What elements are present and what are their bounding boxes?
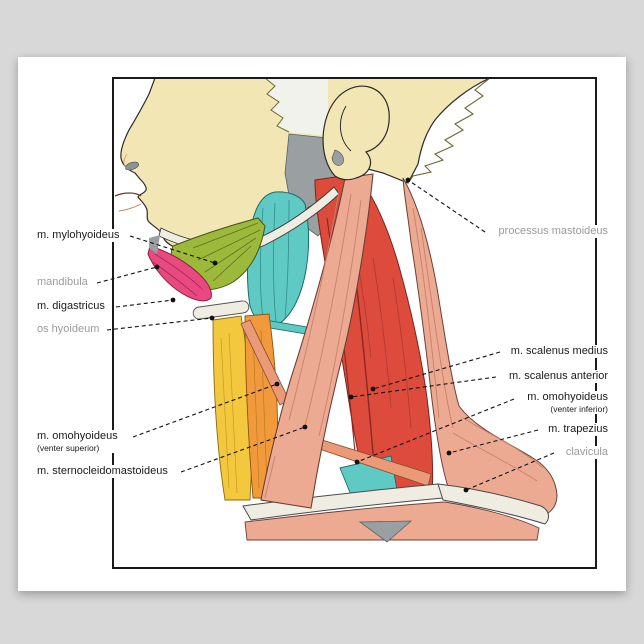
label-m-digastricus: m. digastricus xyxy=(35,300,107,313)
face-details xyxy=(114,153,160,254)
muscle-sternocleidomastoideus xyxy=(260,173,374,509)
label-m-scalenus-anterior: m. scalenus anterior xyxy=(506,370,610,383)
label-mandibula: mandibula xyxy=(35,276,90,289)
label-m-sternocleidomastoideus: m. sternocleidomastoideus xyxy=(35,465,170,478)
zigzag-mastoid-edge xyxy=(407,78,491,184)
muscle-trapezius xyxy=(402,177,558,517)
bone-os-hyoideum xyxy=(192,300,250,320)
label-m-scalenus-medius: m. scalenus medius xyxy=(508,345,610,358)
frame-border xyxy=(112,77,597,569)
label-m-omohyoideus-superior: m. omohyoideus(venter superior) xyxy=(35,430,120,453)
label-os-hyoideum: os hyoideum xyxy=(35,323,102,336)
label-m-mylohyoideus: m. mylohyoideus xyxy=(35,229,122,242)
label-clavicula: clavicula xyxy=(563,446,610,459)
label-m-omohyoideus-inferior: m. omohyoideus(venter inferior) xyxy=(525,391,610,414)
muscle-strap-yellow xyxy=(212,315,253,501)
zigzag-temple-edge xyxy=(264,78,290,133)
ear-shape xyxy=(322,85,390,181)
leader-lines xyxy=(96,179,555,491)
deep-gray-notch xyxy=(358,520,413,543)
label-m-trapezius: m. trapezius xyxy=(546,423,610,436)
leader-dots xyxy=(154,177,469,493)
label-processus-mastoideus: processus mastoideus xyxy=(496,225,610,238)
muscle-digastricus xyxy=(147,245,212,302)
